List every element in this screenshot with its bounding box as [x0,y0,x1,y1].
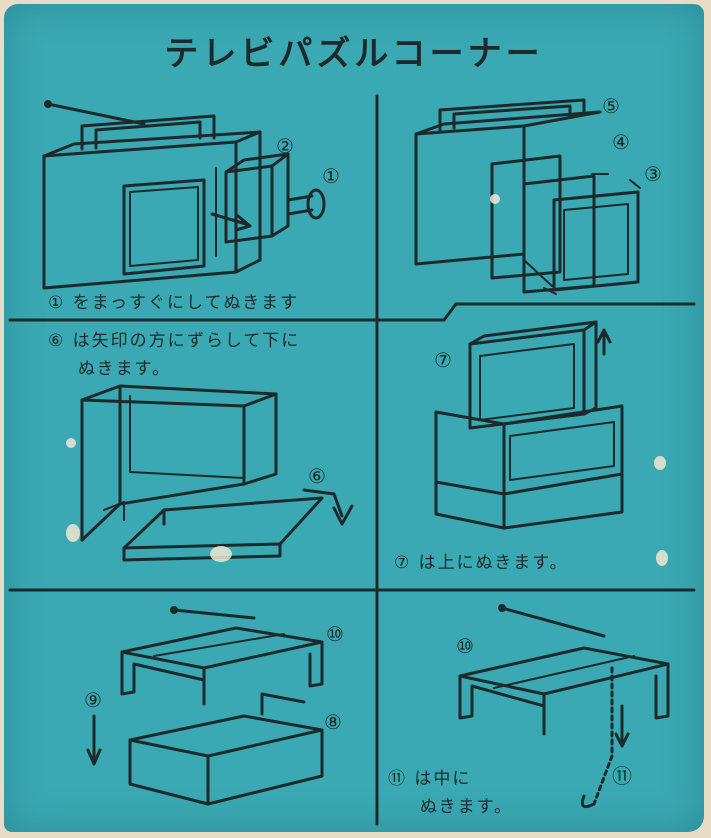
label-2: ② [276,134,294,158]
label-3: ③ [644,162,662,186]
label-10a: ⑩ [326,622,344,646]
caption-step11-line2: ぬきます。 [420,797,513,817]
label-10b: ⑩ [456,634,474,658]
label-1: ① [322,164,340,188]
label-6: ⑥ [308,464,326,488]
wear-mark [490,194,500,204]
panel4-frame-drawing [434,320,624,530]
illustrations [8,94,696,826]
wear-mark [66,438,76,448]
panel6-antenna-drawing [458,604,670,809]
wear-mark [210,546,232,562]
page-title: テレビパズルコーナー [164,34,544,74]
wear-mark [656,550,668,566]
caption-step11-line1: ⑪ は中に [388,769,472,789]
caption-step6-line1: ⑥ は矢印の方にずらして下に [48,331,301,351]
wear-mark [66,524,80,542]
panel2-exploded-drawing [414,98,641,295]
label-4: ④ [612,130,630,154]
label-5: ⑤ [602,94,620,118]
panel1-tv-drawing [42,100,326,290]
caption-step6-line2: ぬきます。 [78,359,171,379]
label-7: ⑦ [434,348,452,372]
label-8: ⑧ [324,710,342,734]
panel-dividers [8,94,696,826]
panel3-chassis-drawing [80,384,354,562]
caption-step7: ⑦ は上にぬきます。 [394,553,569,573]
caption-step1: ① をまっすぐにしてぬきます [48,293,300,313]
label-9: ⑨ [84,688,102,712]
label-11: ⑪ [612,764,632,788]
wear-mark [654,456,666,470]
panel5-cover-drawing [86,606,324,806]
instruction-card: テレビパズルコーナー [4,4,704,832]
